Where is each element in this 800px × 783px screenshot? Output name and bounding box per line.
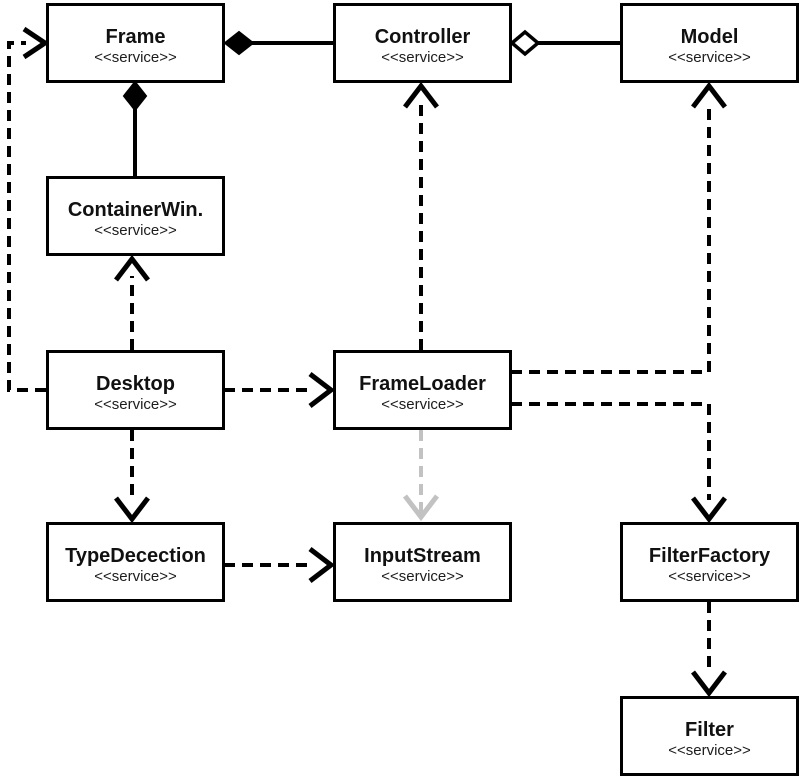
edge-controller-model xyxy=(509,29,621,57)
node-frame: Frame <<service>> xyxy=(46,3,225,83)
edge-frame-controller xyxy=(223,30,334,56)
node-title: Model xyxy=(680,25,739,48)
arrowhead xyxy=(114,254,150,282)
node-stereotype: <<service>> xyxy=(381,567,464,585)
node-frameloader: FrameLoader <<service>> xyxy=(333,350,512,430)
node-stereotype: <<service>> xyxy=(94,48,177,66)
edge-frameloader-controller xyxy=(403,81,439,350)
node-title: Controller xyxy=(374,25,471,48)
node-filter: Filter <<service>> xyxy=(620,696,799,776)
node-stereotype: <<service>> xyxy=(94,567,177,585)
arrowhead xyxy=(22,26,50,60)
node-controller: Controller <<service>> xyxy=(333,3,512,83)
aggregation-diamond xyxy=(509,29,541,57)
node-title: FilterFactory xyxy=(648,544,771,567)
node-model: Model <<service>> xyxy=(620,3,799,83)
node-title: FrameLoader xyxy=(359,372,486,395)
arrowhead xyxy=(691,81,727,109)
dependency-line xyxy=(511,402,711,500)
edge-desktop-typedecection xyxy=(114,430,150,524)
arrowhead xyxy=(691,496,727,524)
arrowhead xyxy=(308,372,336,408)
edge-desktop-frameloader xyxy=(224,372,336,408)
arrowhead xyxy=(114,496,150,524)
node-title: Filter xyxy=(685,718,734,741)
node-stereotype: <<service>> xyxy=(668,567,751,585)
node-containerwin: ContainerWin. <<service>> xyxy=(46,176,225,256)
node-stereotype: <<service>> xyxy=(94,395,177,413)
node-title: TypeDecection xyxy=(65,544,206,567)
composition-diamond xyxy=(223,30,255,56)
edge-desktop-containerwin xyxy=(114,254,150,350)
node-title: InputStream xyxy=(364,544,481,567)
arrowhead xyxy=(691,670,727,698)
node-stereotype: <<service>> xyxy=(381,395,464,413)
node-filterfactory: FilterFactory <<service>> xyxy=(620,522,799,602)
node-inputstream: InputStream <<service>> xyxy=(333,522,512,602)
arrowhead xyxy=(403,81,439,109)
edge-frameloader-filterfactory xyxy=(511,402,727,524)
dependency-line xyxy=(7,41,46,392)
arrowhead-muted xyxy=(403,494,439,522)
arrowhead xyxy=(308,547,336,583)
node-desktop: Desktop <<service>> xyxy=(46,350,225,430)
dependency-line xyxy=(511,102,711,374)
node-title: Frame xyxy=(105,25,166,48)
edge-frameloader-inputstream xyxy=(403,430,439,522)
node-stereotype: <<service>> xyxy=(381,48,464,66)
node-stereotype: <<service>> xyxy=(668,48,751,66)
node-typedecection: TypeDecection <<service>> xyxy=(46,522,225,602)
edge-typedecection-inputstream xyxy=(224,547,336,583)
edge-frame-containerwin xyxy=(122,80,148,177)
edge-frameloader-model xyxy=(511,81,727,374)
node-stereotype: <<service>> xyxy=(94,221,177,239)
node-stereotype: <<service>> xyxy=(668,741,751,759)
edge-filterfactory-filter xyxy=(691,602,727,698)
node-title: ContainerWin. xyxy=(67,198,204,221)
node-title: Desktop xyxy=(96,372,175,395)
composition-diamond xyxy=(122,80,148,112)
edge-desktop-frame xyxy=(7,26,50,392)
